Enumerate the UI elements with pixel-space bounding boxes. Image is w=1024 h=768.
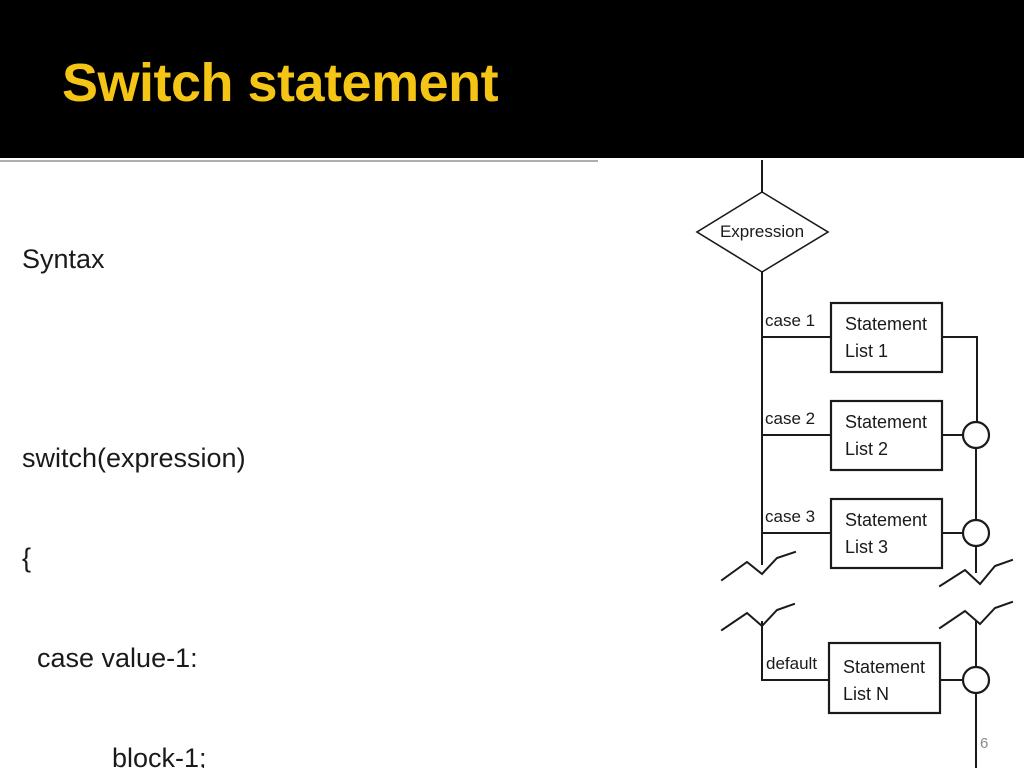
statement-list-1-box xyxy=(829,301,944,374)
page-title: Switch statement xyxy=(62,53,499,113)
decision-label: Expression xyxy=(720,222,804,241)
statement-list-2-line2: List 2 xyxy=(845,439,888,459)
statement-list-n-line2: List N xyxy=(843,684,889,704)
syntax-line: case value-1: xyxy=(22,643,198,674)
syntax-code-block: Syntax switch(expression) { case value-1… xyxy=(22,176,662,768)
break-zigzag-left-lower xyxy=(720,602,796,632)
break-zigzag-right-lower xyxy=(938,600,1014,630)
syntax-line: { xyxy=(22,543,32,574)
merge-junction-default xyxy=(961,665,991,695)
title-divider xyxy=(0,160,598,162)
page-number: 6 xyxy=(980,735,989,752)
break-zigzag-right-upper xyxy=(938,558,1014,588)
syntax-line: Syntax xyxy=(22,243,105,274)
default-label: default xyxy=(766,654,817,673)
statement-list-n-box xyxy=(827,641,942,715)
title-bar: Switch statement xyxy=(0,0,1024,158)
statement-list-2-box xyxy=(829,399,944,472)
break-zigzag-left-upper xyxy=(720,550,797,582)
statement-list-1-line1: Statement xyxy=(845,314,927,334)
statement-list-3-line2: List 3 xyxy=(845,537,888,557)
syntax-line: switch(expression) xyxy=(22,443,246,474)
syntax-line: block-1; xyxy=(22,743,207,768)
switch-flowchart-diagram: Expression case 1 Statement List 1 case … xyxy=(690,160,1024,768)
statement-list-3-line1: Statement xyxy=(845,510,927,530)
statement-list-1-line2: List 1 xyxy=(845,341,888,361)
case-1-label: case 1 xyxy=(765,311,815,330)
merge-junction-2 xyxy=(961,420,991,450)
merge-junction-3 xyxy=(961,518,991,548)
syntax-line xyxy=(22,342,662,375)
case-3-label: case 3 xyxy=(765,507,815,526)
statement-list-2-line1: Statement xyxy=(845,412,927,432)
case-2-label: case 2 xyxy=(765,409,815,428)
statement-list-n-line1: Statement xyxy=(843,657,925,677)
